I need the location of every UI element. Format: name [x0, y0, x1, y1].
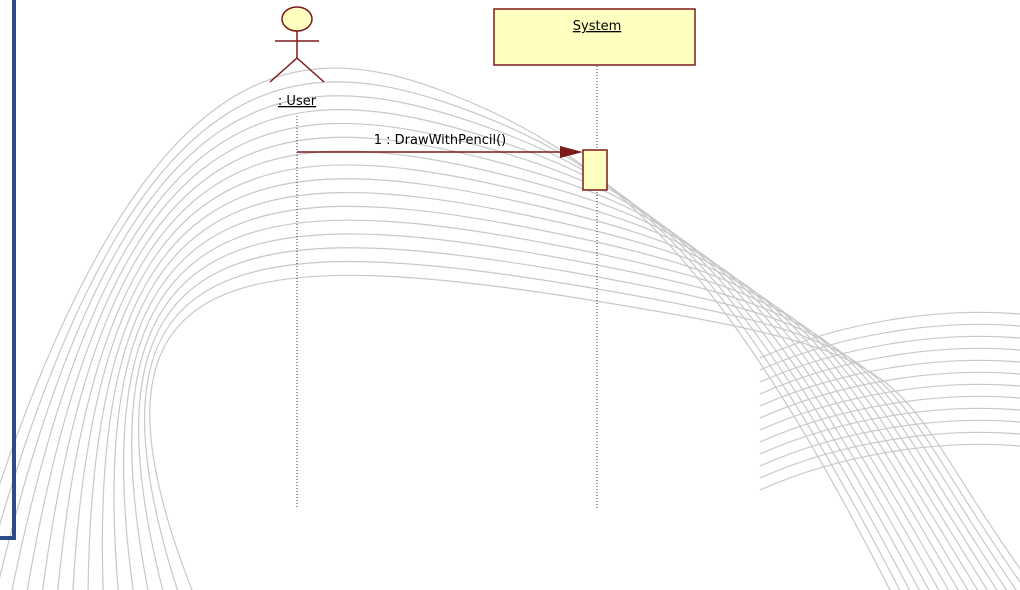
- background-wave-line: [759, 359, 1020, 407]
- actor-user-label: : User: [278, 94, 317, 109]
- object-system-label: System: [573, 19, 621, 34]
- background-wave-line: [759, 383, 1020, 431]
- background-wave-line: [11, 109, 920, 590]
- background-wave-line: [72, 164, 959, 590]
- background-wave-line: [759, 335, 1020, 383]
- background-wave-line: [759, 407, 1020, 455]
- background-wave-line: [113, 205, 988, 590]
- background-wave-line: [759, 371, 1020, 419]
- background-wave-line: [759, 443, 1020, 491]
- object-system-box: [493, 8, 696, 66]
- background-wave-line: [87, 178, 969, 590]
- activation-bar: [582, 149, 608, 191]
- background-wave-line: [101, 191, 979, 590]
- background-wave-line: [57, 150, 950, 590]
- left-frame-border: [0, 0, 16, 540]
- background-wave-line: [0, 95, 911, 590]
- background-wave-line: [759, 323, 1020, 371]
- background-wave-lines: [0, 67, 1020, 590]
- background-wave-line: [759, 395, 1020, 443]
- message-arrowhead-icon: [560, 146, 583, 158]
- background-wave-line: [137, 247, 1017, 590]
- background-wave-line: [759, 419, 1020, 467]
- background-wave-line: [0, 67, 891, 590]
- background-wave-line: [759, 311, 1020, 359]
- background-wave-line: [122, 219, 998, 590]
- background-wave-line: [26, 122, 930, 590]
- actor-user-icon: [269, 6, 325, 83]
- message-label: 1 : DrawWithPencil(): [374, 133, 507, 148]
- background-wave-line: [42, 136, 940, 590]
- background-wave-line: [759, 347, 1020, 395]
- background-wave-line: [131, 233, 1008, 590]
- background-wave-line: [144, 261, 1020, 590]
- background-wave-line: [759, 431, 1020, 479]
